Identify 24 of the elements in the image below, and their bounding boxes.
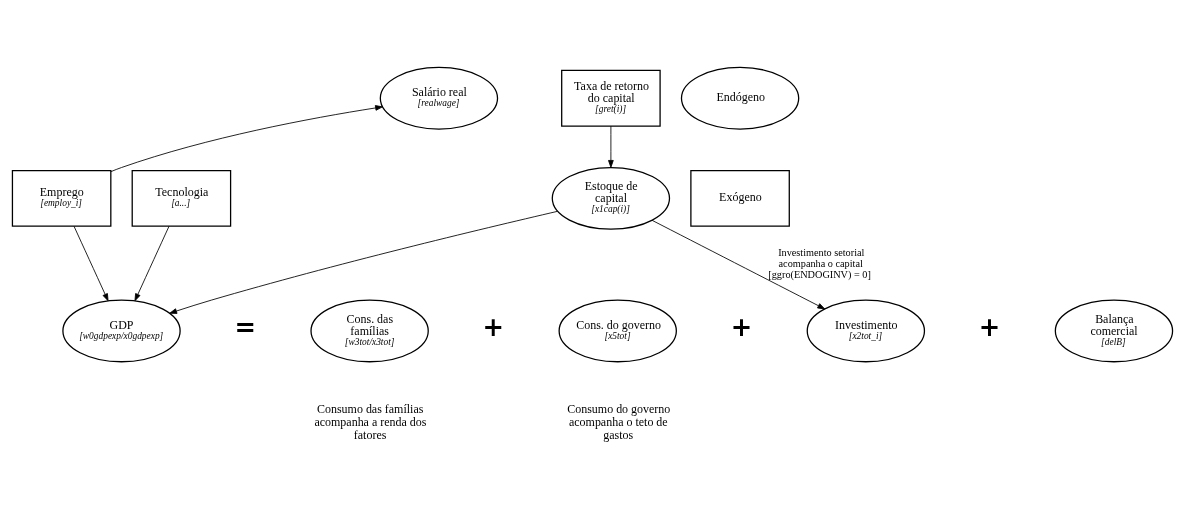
arrow <box>169 210 558 314</box>
node-ellipse: Endógeno <box>680 66 800 130</box>
arrow <box>134 225 170 302</box>
label: = <box>234 312 256 343</box>
arrow <box>110 105 383 173</box>
node-box: Exógeno <box>690 169 790 227</box>
node-ellipse: Balança comercial [delB] <box>1054 299 1174 363</box>
node-ellipse: Cons. das famílias [w3tot/x3tot] <box>310 299 429 363</box>
arrow <box>73 225 109 302</box>
node-ellipse: Estoque de capital [x1cap(i)] <box>551 166 671 230</box>
node-ellipse: Salário real [realwage] <box>379 66 499 130</box>
arrow <box>651 219 826 310</box>
node-ellipse: Cons. do governo [x5tot] <box>558 299 677 363</box>
node-label: Consumo das famílias acompanha a renda dos fatores <box>314 402 427 442</box>
label: + <box>730 312 753 343</box>
node-box: Taxa de retorno do capital [gret(i)] <box>561 69 661 127</box>
node-box: Tecnologia [a...] <box>131 169 232 227</box>
node-label: Consumo do governo acompanha o teto de gastos <box>567 402 671 442</box>
label: + <box>978 312 1001 343</box>
node-ellipse: Investimento [x2tot_i] <box>806 299 926 363</box>
node-box: Emprego [employ_i] <box>11 169 112 227</box>
edge-label: Investimento setorial acompanha o capital [ggro(ENDOGINV) = 0] <box>768 247 871 281</box>
label: + <box>482 312 505 343</box>
arrow <box>608 125 614 168</box>
